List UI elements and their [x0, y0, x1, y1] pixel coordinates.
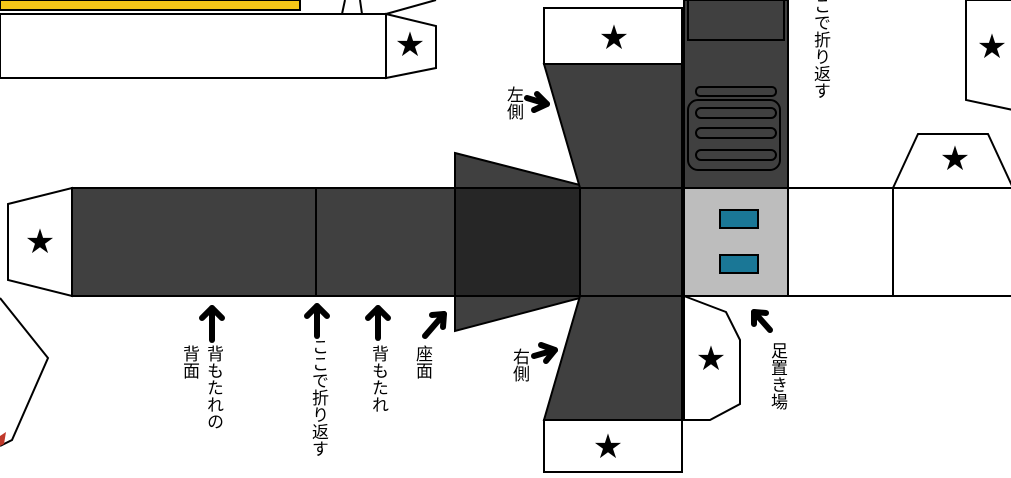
arrow-right-side — [531, 342, 558, 364]
bottom-left-partial-piece — [0, 297, 50, 447]
glue-tab-star: ★ — [25, 222, 55, 262]
glue-tab-star: ★ — [593, 427, 623, 467]
label-seat: 座面 — [412, 345, 433, 379]
top-left-partial-piece: ★ — [0, 0, 437, 80]
footrest-panel — [683, 187, 789, 297]
seat-panel — [454, 187, 581, 297]
backrest-back-panel — [71, 187, 317, 297]
label-backrest: 背もたれ — [368, 345, 389, 413]
glue-tab-star: ★ — [395, 25, 425, 65]
label-fold-here: ここで折り返す — [308, 338, 329, 457]
arrow-up-fold — [304, 303, 330, 339]
label-backrest-back-line2: 背面 — [179, 345, 200, 379]
arrow-footrest — [751, 309, 773, 333]
backrest-panel — [315, 187, 457, 297]
glue-tab-star: ★ — [696, 339, 726, 379]
label-left-side: 左側 — [503, 86, 524, 120]
footrest-glue-tab: ★ — [683, 294, 741, 421]
left-glue-tab: ★ — [7, 186, 73, 298]
arrow-up-backrest-back — [199, 305, 225, 343]
right-white-panel-2 — [892, 187, 1011, 297]
center-panel — [579, 187, 683, 297]
arrow-left-side — [524, 91, 550, 113]
glue-tab-star: ★ — [977, 27, 1007, 67]
bottom-center-glue-tab: ★ — [543, 419, 683, 473]
right-white-panel-1 — [787, 187, 894, 297]
left-side-panel — [542, 63, 683, 189]
right-side-panel — [542, 295, 683, 421]
arrow-up-backrest — [365, 305, 391, 341]
right-top-glue-tab: ★ — [891, 133, 1011, 189]
upper-column — [683, 0, 789, 189]
top-right-glue-tab: ★ — [965, 0, 1011, 111]
label-fold-here-top: ここで折り返す — [810, 0, 831, 99]
label-footrest: 足置き場 — [767, 342, 788, 411]
arrow-seat — [422, 311, 447, 339]
glue-tab-star: ★ — [940, 139, 970, 179]
top-center-glue-tab: ★ — [543, 7, 683, 65]
label-backrest-back-line1: 背もたれの — [203, 345, 224, 430]
label-right-side: 右側 — [509, 348, 530, 382]
glue-tab-star: ★ — [599, 18, 629, 58]
